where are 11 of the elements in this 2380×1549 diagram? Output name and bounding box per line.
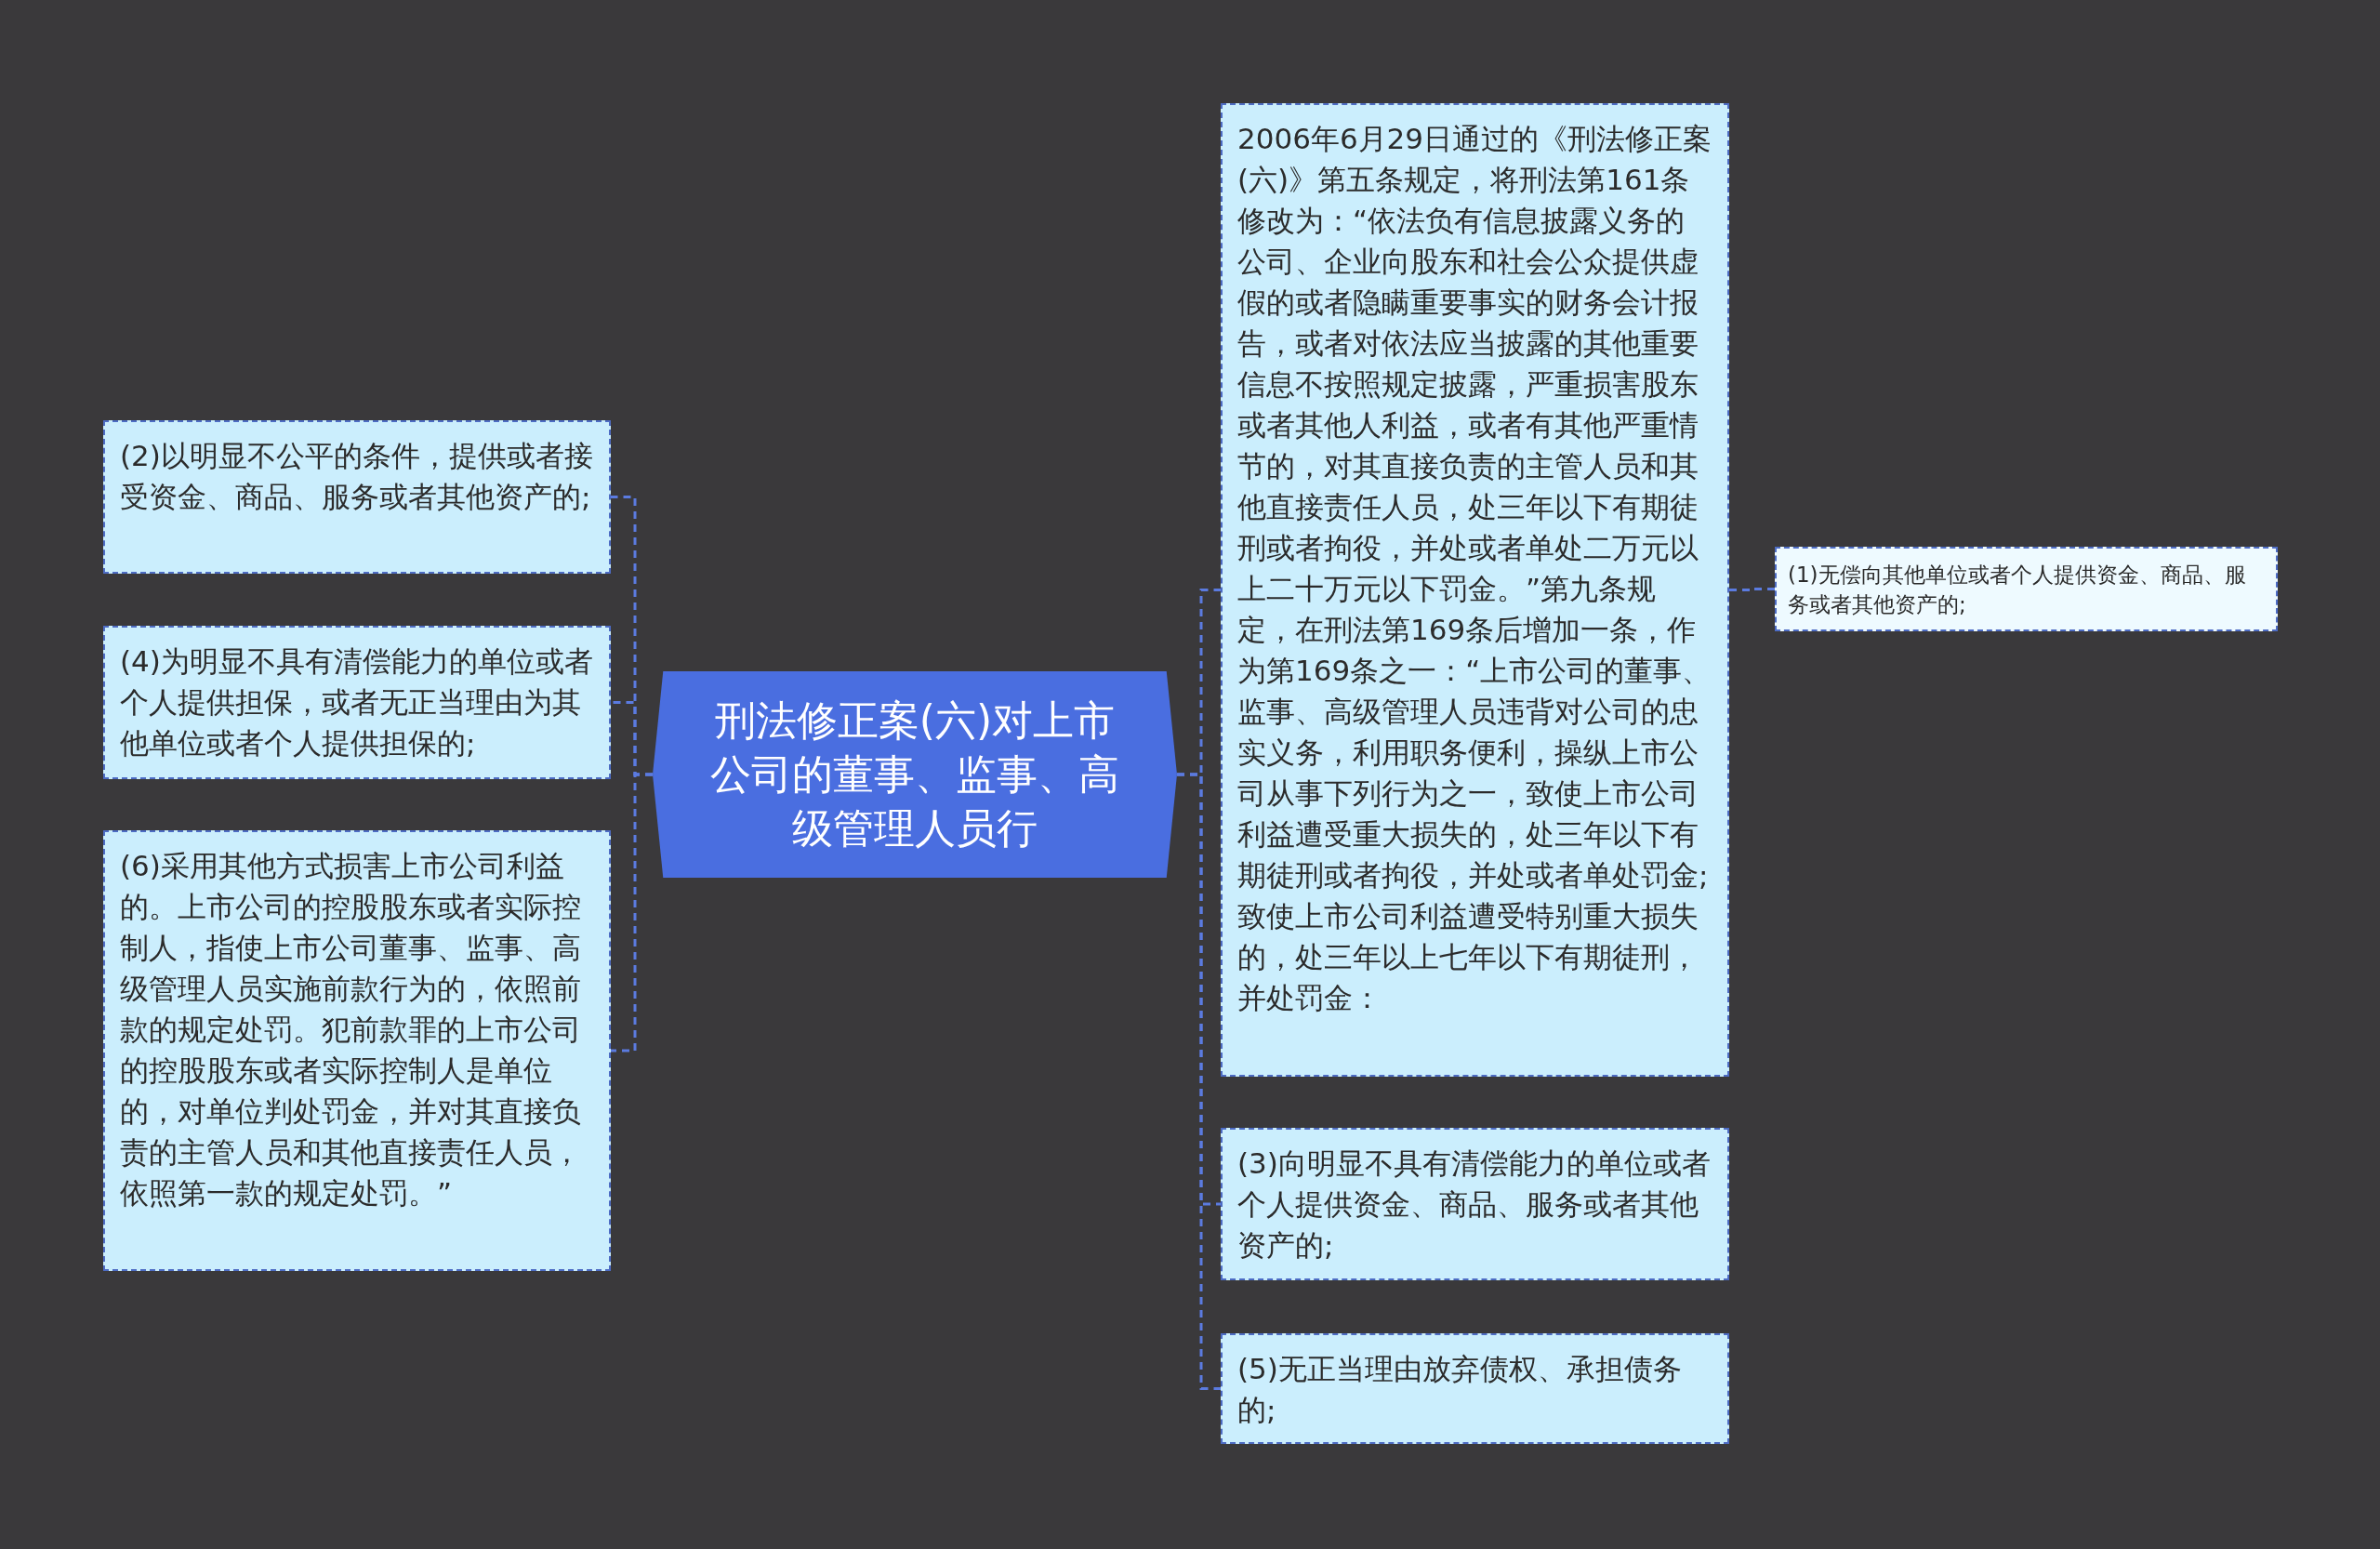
text-box: (1)无偿向其他单位或者个人提供资金、商品、服务或者其他资产的; [1775,547,2278,631]
text-box: (4)为明显不具有清偿能力的单位或者个人提供担保，或者无正当理由为其他单位或者个人提供担保的; [103,626,611,779]
connector [1177,773,1221,1390]
topic-text: 刑法修正案(六)对上市公司的董事、监事、高级管理人员行 [709,695,1120,854]
text-box: (2)以明显不公平的条件，提供或者接受资金、商品、服务或者其他资产的; [103,420,611,574]
connector [611,773,653,1053]
text-box: (3)向明显不具有清偿能力的单位或者个人提供资金、商品、服务或者其他资产的; [1221,1128,1729,1280]
text-box: (5)无正当理由放弃债权、承担债务的; [1221,1333,1729,1444]
connector [1729,588,1775,591]
text-box: (6)采用其他方式损害上市公司利益的。上市公司的控股股东或者实际控制人，指使上市公司董事、监事、高级管理人员实施前款行为的，依照前款的规定处罚。犯前款罪的上市公司的控股股东或者实际控制人是单位的，对单位判处罚金，并对其直接负责的主管人员和其他直接责任人员，依照第一款的规定处罚。” [103,830,611,1271]
text-box: 2006年6月29日通过的《刑法修正案(六)》第五条规定，将刑法第161条修改为：“依法负有信息披露义务的公司、企业向股东和社会公众提供虚假的或者隐瞒重要事实的财务会计报告，或者对依法应当披露的其他重要信息不按照规定披露，严重损害股东或者其他人利益，或者有其他严重情节的，对其直接负责的主管人员和其他直接责任人员，处三年以下有期徒刑或者拘役，并处或者单处二万元以上二十万元以下罚金。”第九条规定，在刑法第169条后增加一条，作为第169条之一：“上市公司的董事、监事、高级管理人员违背对公司的忠实义务，利用职务便利，操纵上市公司从事下列行为之一，致使上市公司利益遭受重大损失的，处三年以下有期徒刑或者拘役，并处或者单处罚金;致使上市公司利益遭受特别重大损失的，处三年以上七年以下有期徒刑，并处罚金： [1221,103,1729,1077]
